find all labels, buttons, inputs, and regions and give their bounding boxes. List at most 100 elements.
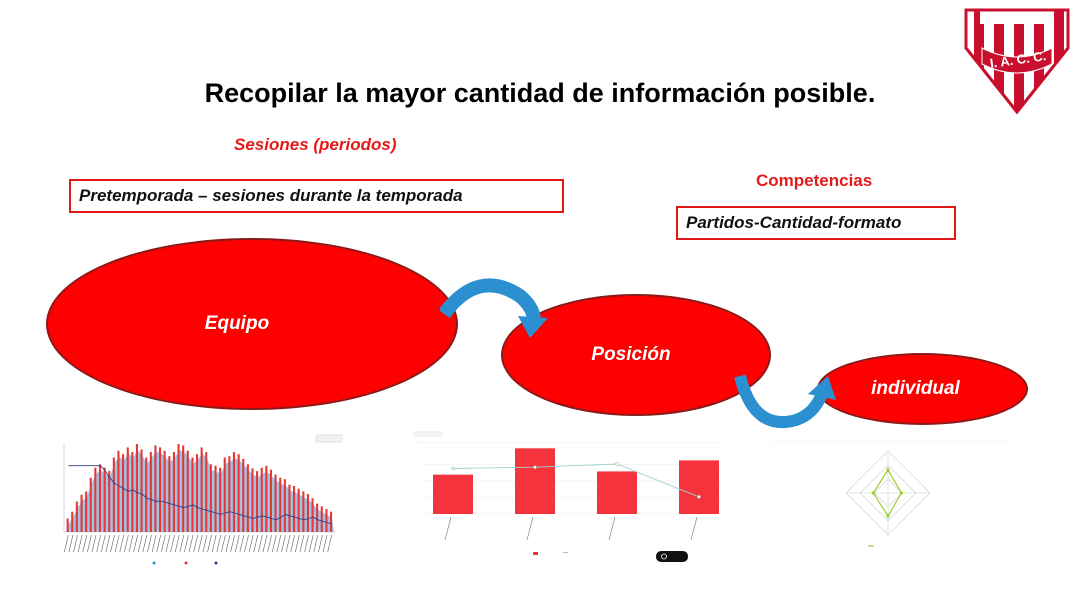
bar xyxy=(80,494,83,532)
position-ellipse: Posición xyxy=(501,294,771,416)
team-label: Equipo xyxy=(204,313,270,334)
x-tick-label xyxy=(299,534,305,553)
x-tick-label xyxy=(308,534,314,553)
individual-ellipse: individual xyxy=(817,353,1028,425)
individual-radar-chart-svg xyxy=(770,438,1010,552)
bar xyxy=(186,450,189,532)
support-icon xyxy=(661,553,667,560)
bar xyxy=(103,467,106,532)
x-tick-label xyxy=(198,534,203,553)
line-point xyxy=(697,495,701,499)
position-label: Posición xyxy=(591,344,671,365)
bar xyxy=(122,454,125,532)
bar xyxy=(302,491,305,532)
chart-header-box xyxy=(413,431,443,437)
bar xyxy=(159,447,162,532)
bar xyxy=(108,471,111,532)
x-tick-label xyxy=(87,534,92,553)
bar xyxy=(306,494,309,532)
x-tick-label xyxy=(174,534,180,553)
series-line xyxy=(452,463,700,498)
bar xyxy=(200,447,203,532)
bar xyxy=(66,518,69,532)
x-tick-label xyxy=(137,534,143,553)
competitions-box: Partidos-Cantidad-formato xyxy=(676,206,956,240)
x-tick-label xyxy=(142,534,148,553)
team-ellipse: Equipo xyxy=(46,238,458,410)
bar xyxy=(131,452,134,532)
bar xyxy=(98,464,101,532)
bar xyxy=(126,447,129,532)
sessions-heading: Sesiones (periodos) xyxy=(234,135,397,154)
x-tick-label xyxy=(295,534,300,553)
x-tick-label xyxy=(244,534,249,553)
x-tick-label xyxy=(322,534,328,553)
position-load-chart-svg xyxy=(393,428,727,568)
competitions-heading: Competencias xyxy=(756,171,873,190)
bar xyxy=(433,474,473,514)
bar xyxy=(269,469,272,532)
bar xyxy=(182,445,185,532)
slide-title: Recopilar la mayor cantidad de informaci… xyxy=(204,78,876,108)
bar xyxy=(191,457,194,532)
x-tick-label xyxy=(318,534,323,553)
x-tick-label xyxy=(161,534,166,553)
bar xyxy=(283,479,286,532)
bar xyxy=(112,457,115,532)
bar xyxy=(172,452,175,532)
radar-point xyxy=(886,468,890,472)
line-point xyxy=(451,466,455,471)
x-tick-label xyxy=(526,516,534,541)
x-tick-label xyxy=(304,534,309,553)
x-tick-label xyxy=(248,534,254,553)
bar xyxy=(256,471,259,532)
x-tick-label xyxy=(258,534,263,553)
legend-marker-1 xyxy=(152,561,156,565)
individual-radar-chart xyxy=(770,438,1010,552)
bar xyxy=(515,448,555,514)
series-line xyxy=(68,465,332,525)
x-tick-label xyxy=(444,516,452,541)
bar xyxy=(117,450,120,532)
x-tick-label xyxy=(156,534,162,553)
bar xyxy=(223,457,226,532)
legend-marker-1 xyxy=(533,552,538,555)
x-tick-label xyxy=(211,534,217,553)
x-tick-label xyxy=(221,534,226,553)
x-tick-label xyxy=(193,534,198,553)
x-tick-label xyxy=(147,534,152,553)
bar xyxy=(246,464,249,532)
team-load-chart xyxy=(36,432,348,570)
bar xyxy=(237,454,240,532)
bar xyxy=(311,498,314,532)
bar xyxy=(177,444,180,532)
bar xyxy=(274,474,277,532)
support-button[interactable] xyxy=(656,551,688,562)
bar xyxy=(154,445,157,532)
x-tick-label xyxy=(207,534,212,553)
x-tick-label xyxy=(327,534,332,553)
bar xyxy=(205,452,208,532)
radar-point xyxy=(899,491,904,495)
line-point xyxy=(615,462,619,466)
x-tick-label xyxy=(230,534,235,553)
x-tick-label xyxy=(119,534,125,553)
bar xyxy=(71,511,74,532)
x-tick-label xyxy=(313,534,319,553)
club-crest-logo: I. A. C. C. xyxy=(962,8,1072,116)
x-tick-label xyxy=(165,534,171,553)
x-tick-label xyxy=(188,534,194,553)
bar xyxy=(163,450,166,532)
bar xyxy=(316,503,319,532)
sessions-box: Pretemporada – sesiones durante la tempo… xyxy=(69,179,564,213)
radar-point xyxy=(886,514,890,518)
x-tick-label xyxy=(82,534,88,553)
x-tick-label xyxy=(281,534,286,553)
bar xyxy=(196,454,199,532)
x-tick-label xyxy=(184,534,189,553)
individual-label: individual xyxy=(871,378,960,399)
x-tick-label xyxy=(110,534,115,553)
x-tick-label xyxy=(170,534,175,553)
legend-marker-2 xyxy=(184,561,188,565)
bar xyxy=(149,452,152,532)
